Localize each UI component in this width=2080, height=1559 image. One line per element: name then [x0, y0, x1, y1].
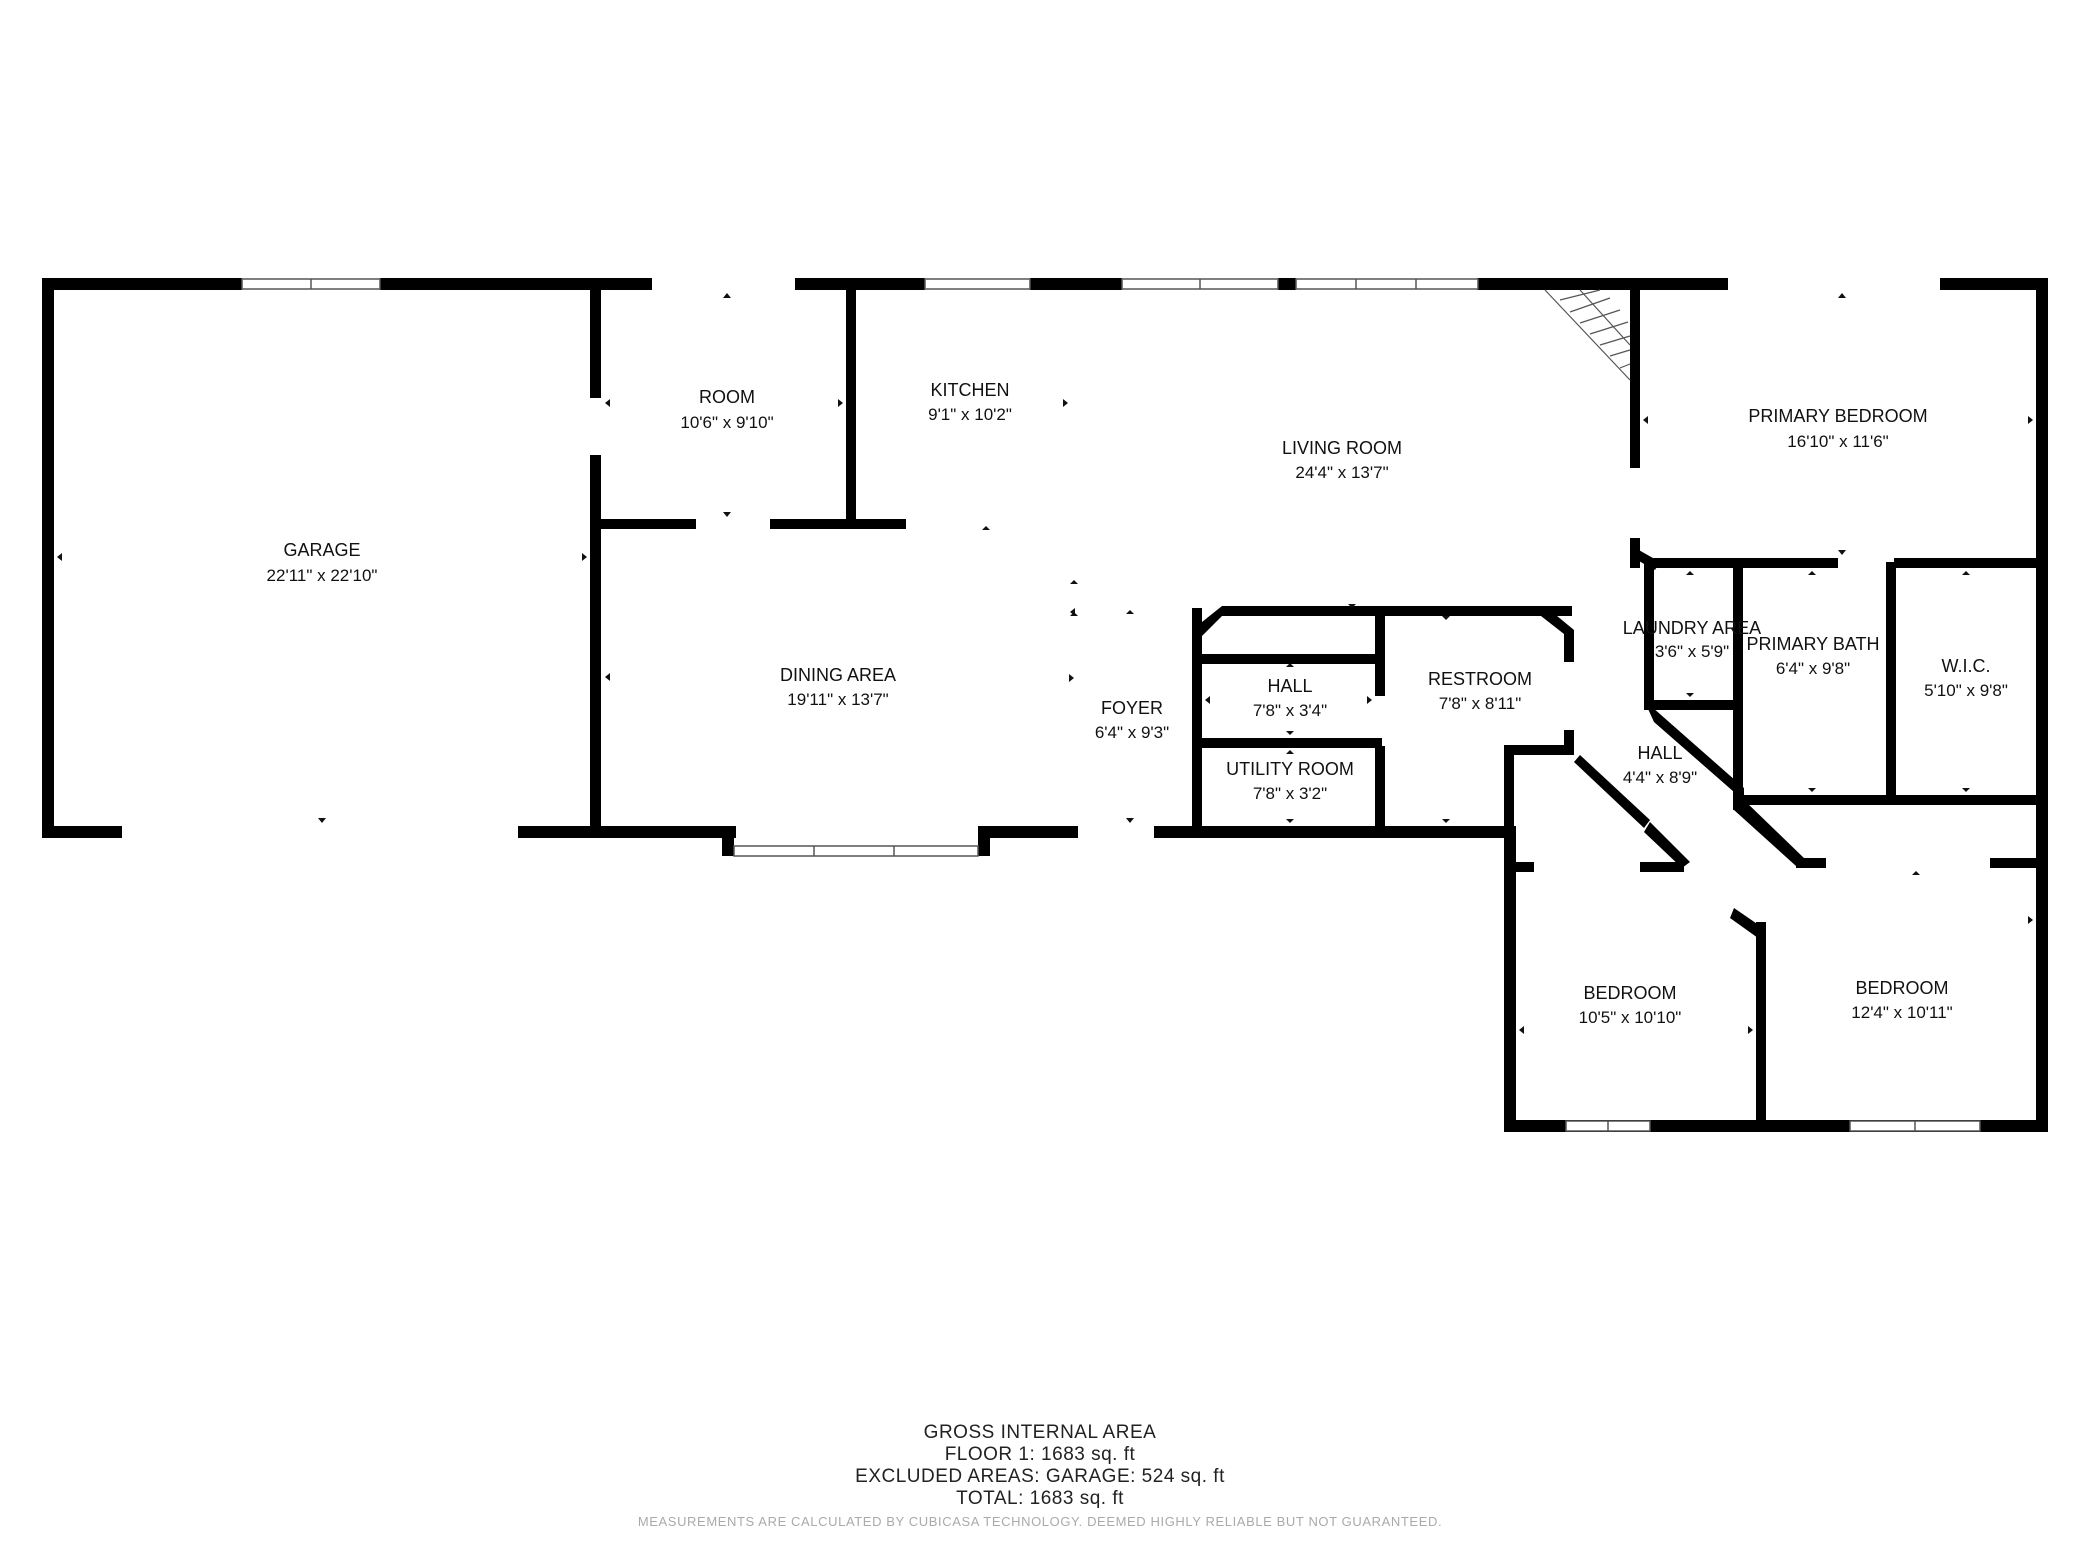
summary-excluded: EXCLUDED AREAS: GARAGE: 524 sq. ft: [855, 1466, 1225, 1487]
bedroom-2-dimensions: 12'4" x 10'11": [1851, 1003, 1952, 1022]
kitchen-label: KITCHEN: [930, 380, 1009, 400]
utility-room-dimensions: 7'8" x 3'2": [1253, 784, 1327, 803]
dining-area-label: DINING AREA: [780, 665, 896, 685]
wic-label: W.I.C.: [1942, 656, 1991, 676]
walls: [42, 278, 2048, 1132]
foyer-label: FOYER: [1101, 698, 1163, 718]
room-labels: GARAGE 22'11" x 22'10" ROOM 10'6" x 9'10…: [267, 380, 2008, 1027]
restroom-dimensions: 7'8" x 8'11": [1439, 694, 1522, 713]
kitchen-dimensions: 9'1" x 10'2": [928, 405, 1012, 424]
hall-label: HALL: [1267, 676, 1312, 696]
room-label: ROOM: [699, 387, 755, 407]
primary-bedroom-label: PRIMARY BEDROOM: [1748, 406, 1927, 426]
laundry-area-label: LAUNDRY AREA: [1623, 618, 1761, 638]
living-room-label: LIVING ROOM: [1282, 438, 1402, 458]
stairs: [1544, 289, 1631, 381]
laundry-area-dimensions: 3'6" x 5'9": [1655, 642, 1729, 661]
dimension-ticks: [57, 293, 2033, 1034]
primary-bath-dimensions: 6'4" x 9'8": [1776, 659, 1850, 678]
room-dimensions: 10'6" x 9'10": [680, 413, 773, 432]
area-summary: GROSS INTERNAL AREA FLOOR 1: 1683 sq. ft…: [0, 1422, 2080, 1529]
garage-label: GARAGE: [283, 540, 360, 560]
dining-area-dimensions: 19'11" x 13'7": [787, 690, 888, 709]
hall-2-dimensions: 4'4" x 8'9": [1623, 768, 1697, 787]
utility-room-label: UTILITY ROOM: [1226, 759, 1354, 779]
primary-bedroom-dimensions: 16'10" x 11'6": [1787, 432, 1888, 451]
hall-2-label: HALL: [1637, 743, 1682, 763]
summary-floor: FLOOR 1: 1683 sq. ft: [944, 1444, 1136, 1465]
summary-total: TOTAL: 1683 sq. ft: [956, 1488, 1124, 1509]
foyer-dimensions: 6'4" x 9'3": [1095, 723, 1169, 742]
wic-dimensions: 5'10" x 9'8": [1924, 681, 2008, 700]
hall-dimensions: 7'8" x 3'4": [1253, 701, 1327, 720]
restroom-label: RESTROOM: [1428, 669, 1532, 689]
windows: [241, 278, 1981, 1132]
summary-heading: GROSS INTERNAL AREA: [923, 1422, 1157, 1443]
garage-dimensions: 22'11" x 22'10": [267, 566, 378, 585]
bedroom-2-label: BEDROOM: [1855, 978, 1948, 998]
summary-disclaimer: MEASUREMENTS ARE CALCULATED BY CUBICASA …: [637, 1514, 1443, 1529]
bedroom-1-label: BEDROOM: [1583, 983, 1676, 1003]
bedroom-1-dimensions: 10'5" x 10'10": [1579, 1008, 1682, 1027]
primary-bath-label: PRIMARY BATH: [1746, 634, 1879, 654]
living-room-dimensions: 24'4" x 13'7": [1295, 463, 1388, 482]
